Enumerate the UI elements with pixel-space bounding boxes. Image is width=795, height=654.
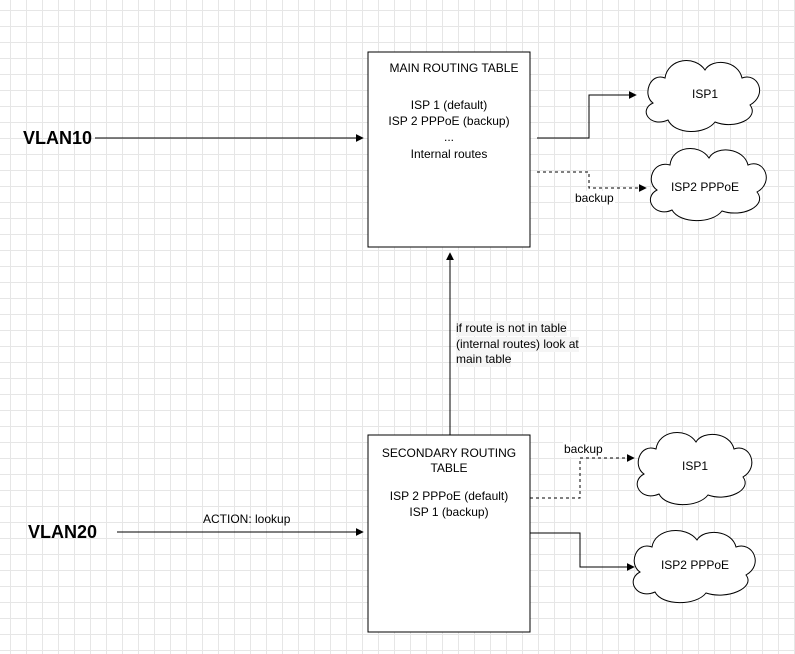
main-table-line-1: ISP 1 (default) — [410, 98, 488, 112]
cloud-isp1-top-label: ISP1 — [691, 87, 718, 101]
cloud-isp2-bottom[interactable] — [632, 529, 756, 604]
cloud-isp2-top[interactable] — [650, 147, 767, 222]
vlan10-label: VLAN10 — [23, 128, 93, 148]
edge-secondary-to-isp2 — [530, 532, 635, 571]
main-table-line-4: Internal routes — [410, 147, 488, 161]
main-routing-table-box[interactable] — [367, 51, 531, 248]
main-table-title: MAIN ROUTING TABLE — [389, 61, 519, 75]
cloud-isp1-top[interactable] — [645, 60, 761, 132]
secondary-routing-table-box[interactable] — [367, 434, 531, 633]
cloud-isp1-bottom-label: ISP1 — [681, 459, 708, 473]
main-table-line-3: ... — [443, 130, 454, 144]
secondary-table-title-1: SECONDARY ROUTING — [381, 446, 517, 460]
cloud-isp2-bottom-label: ISP2 PPPoE — [660, 558, 730, 572]
vlan20-label: VLAN20 — [28, 522, 98, 542]
edge-main-to-isp1 — [537, 91, 637, 139]
edge-main-to-isp2-backup — [537, 171, 647, 192]
top-backup-label: backup — [574, 191, 615, 206]
bottom-backup-label: backup — [563, 442, 604, 457]
edge-secondary-to-isp1-backup — [530, 454, 635, 499]
secondary-table-line-2: ISP 1 (backup) — [409, 505, 489, 519]
main-table-line-2: ISP 2 PPPoE (backup) — [388, 114, 510, 128]
cloud-isp2-top-label: ISP2 PPPoE — [670, 180, 740, 194]
fallback-note-line-2: (internal routes) look at — [456, 337, 579, 352]
action-lookup-label: ACTION: lookup — [203, 512, 291, 526]
secondary-table-title-2: TABLE — [430, 461, 468, 475]
fallback-note-line-1: if route is not in table — [456, 321, 567, 336]
secondary-table-line-1: ISP 2 PPPoE (default) — [389, 489, 509, 503]
cloud-isp1-bottom[interactable] — [636, 431, 753, 506]
fallback-note-line-3: main table — [456, 352, 512, 367]
